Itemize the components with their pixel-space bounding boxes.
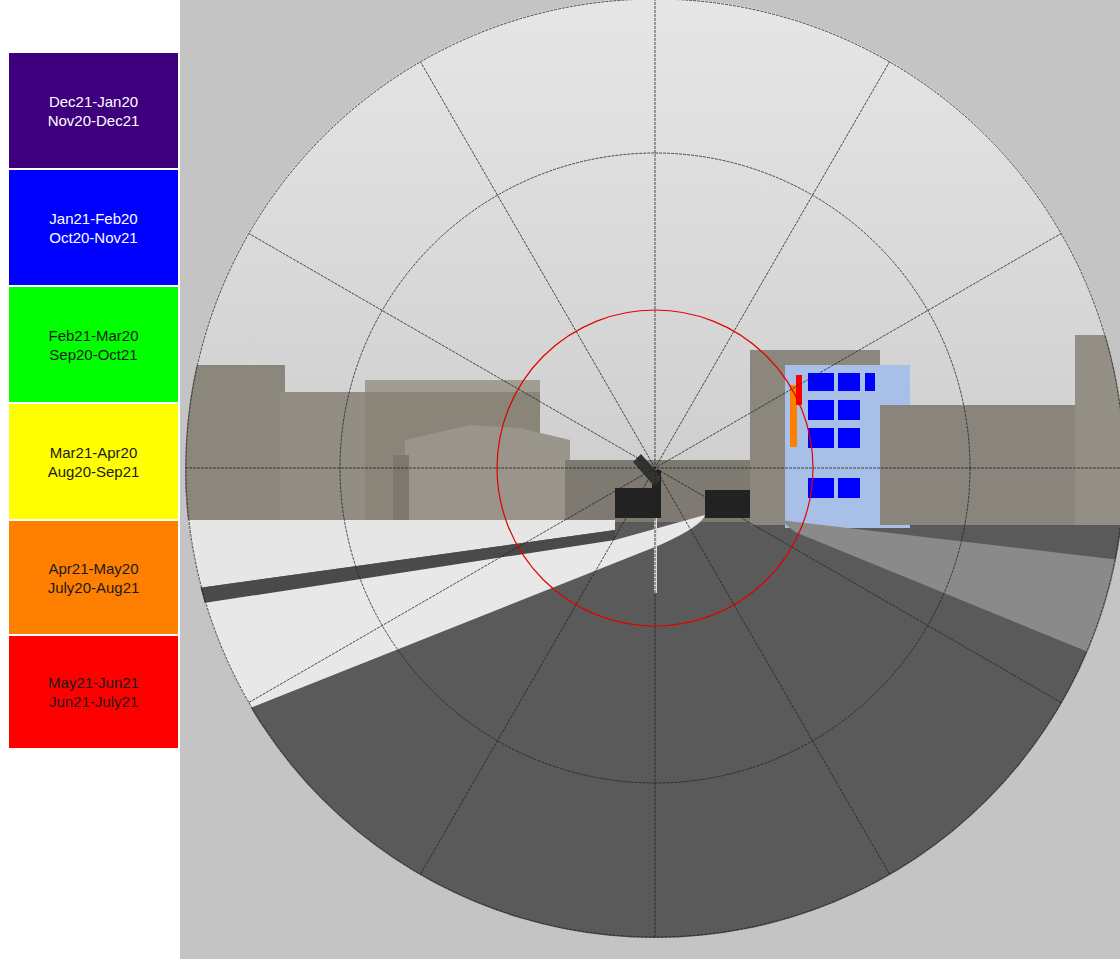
grid-spoke <box>249 234 1061 703</box>
legend-swatch: Mar21-Apr20 Aug20-Sep21 <box>9 404 178 519</box>
building <box>1075 335 1120 525</box>
grid-ring <box>186 0 1120 937</box>
legend-label: Apr21-May20 July20-Aug21 <box>34 559 154 597</box>
building <box>185 365 285 525</box>
window <box>796 375 802 405</box>
legend-label: Jan21-Feb20 Oct20-Nov21 <box>34 209 154 247</box>
red-ring <box>497 310 813 626</box>
window <box>808 400 834 420</box>
pavement <box>780 520 1120 665</box>
legend-label: Mar21-Apr20 Aug20-Sep21 <box>34 443 154 481</box>
legend-swatch: Dec21-Jan20 Nov20-Dec21 <box>9 53 178 168</box>
legend-label: Dec21-Jan20 Nov20-Dec21 <box>34 92 154 130</box>
grid-spokes <box>186 0 1120 937</box>
legend-label: May21-Jun21 Jun21-July21 <box>34 673 154 711</box>
window <box>838 428 860 448</box>
rendered-scene <box>180 0 1120 959</box>
legend-swatch: Feb21-Mar20 Sep20-Oct21 <box>9 287 178 402</box>
road <box>180 465 1120 959</box>
legend-swatch: Jan21-Feb20 Oct20-Nov21 <box>9 170 178 285</box>
pavement <box>185 515 705 722</box>
window <box>865 373 875 391</box>
window <box>838 478 860 498</box>
window <box>790 385 797 447</box>
window <box>838 373 860 391</box>
legend-swatch: May21-Jun21 Jun21-July21 <box>9 636 178 748</box>
window <box>808 373 834 391</box>
grid-spoke <box>186 468 1120 469</box>
legend-label: Feb21-Mar20 Sep20-Oct21 <box>34 326 154 364</box>
window <box>838 400 860 420</box>
wall <box>565 460 775 522</box>
road-marking <box>654 518 657 593</box>
legend-swatch: Apr21-May20 July20-Aug21 <box>9 521 178 634</box>
building <box>393 455 409 525</box>
legend: Dec21-Jan20 Nov20-Dec21Jan21-Feb20 Oct20… <box>0 0 180 959</box>
underpass <box>615 488 657 518</box>
grid <box>186 0 1120 937</box>
building <box>405 425 570 525</box>
